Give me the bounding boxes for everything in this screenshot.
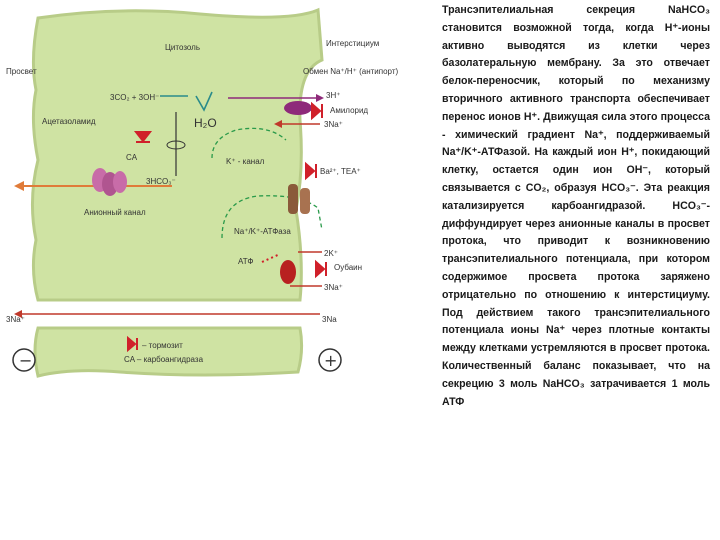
sodium-in-arrowhead [274,120,282,128]
anion-channel-icon [92,168,127,196]
interstitium-label: Интерстициум [326,39,379,48]
ca-label: CA [126,153,138,162]
na-h-exchange-label: Обмен Na⁺/H⁺ (антипорт) [303,67,398,76]
sodium-left-label: 3Na⁺ [6,315,25,324]
cytosol-label: Цитозоль [165,43,200,52]
na-k-atpase-label: Na⁺/K⁺-АТФаза [234,227,291,236]
proton-label: 3H⁺ [326,91,340,100]
proton-arrowhead [316,94,324,102]
amiloride-label: Амилорид [330,106,368,115]
description-paragraph: Трансэпителиальная секреция NaHCO₃ стано… [442,4,710,408]
na-k-atpase-icon [280,260,296,284]
legend-ca-label: CA – карбоангидраза [124,355,204,364]
atp-dotted-path [261,253,281,263]
acetazolamide-label: Ацетазоламид [42,117,96,126]
acetazolamide-inhibitor-icon [133,131,153,143]
positive-potential-icon [318,348,342,372]
lower-cell [33,326,304,378]
bicarbonate-arrowhead [14,181,24,191]
sodium-out-label: 3Na⁺ [324,283,343,292]
ouabain-label: Оубаин [334,263,362,272]
potassium-label: 2K⁺ [324,249,338,258]
sodium-in-label: 3Na⁺ [324,120,343,129]
k-channel-label: K⁺ - канал [226,157,265,166]
plus-sign: + [324,351,337,370]
negative-potential-icon [12,348,36,372]
atp-label: АТФ [238,257,253,266]
bicarbonate-label: 3HCO₃⁻ [146,177,176,186]
sodium-right-label: 3Na [322,315,337,324]
paracellular-arrowhead [14,310,22,318]
lumen-label: Просвет [6,67,37,76]
ba-tea-label: Ba²⁺, TEA⁺ [320,167,361,176]
na-h-antiporter-icon [284,101,312,115]
h2o-label: H₂O [194,116,217,130]
legend-inhibitor-icon [127,335,138,353]
k-channel-dashed-path [211,127,287,159]
anion-channel-label: Анионный канал [84,208,146,217]
k-channel-icon [288,184,310,214]
transport-diagram: Цитозоль Интерстициум Просвет 3CO₂ + 3OH… [6,7,398,378]
description-panel: Трансэпителиальная секреция NaHCO₃ стано… [442,2,710,442]
co2-oh-label: 3CO₂ + 3OH⁻ [110,93,159,102]
amiloride-inhibitor-icon [311,101,323,121]
ba-tea-inhibitor-icon [305,161,317,181]
epithelial-cell [30,7,324,302]
ouabain-inhibitor-icon [315,259,327,279]
legend-inhibitor-label: – тормозит [142,341,183,350]
minus-sign: − [19,351,32,370]
water-split-mark [195,91,213,112]
